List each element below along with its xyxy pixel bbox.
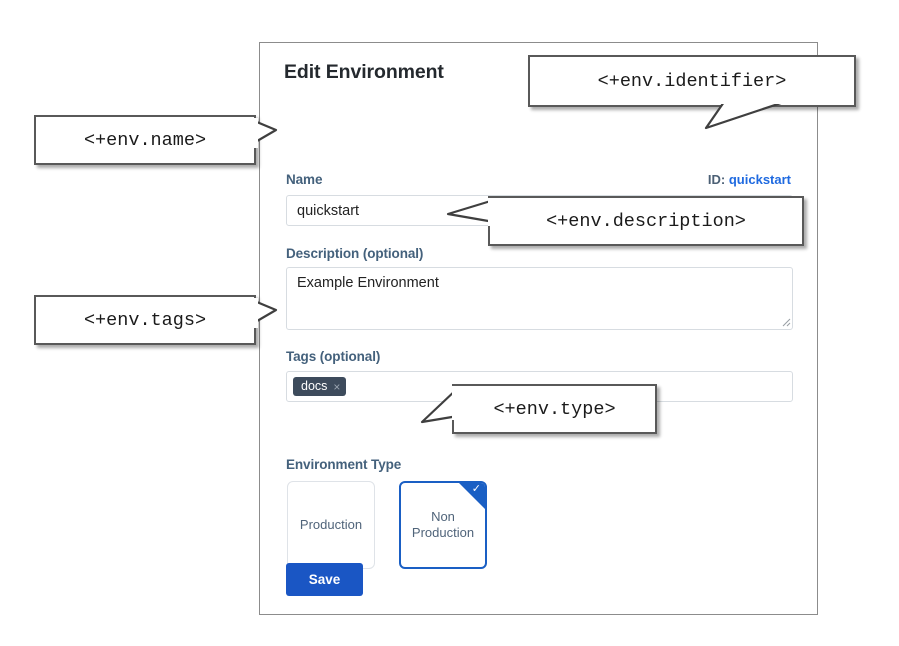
check-icon: ✓ bbox=[457, 483, 485, 511]
id-prefix-label: ID: bbox=[707, 172, 726, 187]
environment-id-link[interactable]: quickstart bbox=[728, 172, 791, 187]
tag-chip-label: docs bbox=[301, 379, 328, 394]
callout-env-identifier: <+env.identifier> bbox=[528, 55, 856, 107]
tag-chip[interactable]: docs × bbox=[293, 377, 347, 396]
callout-env-name: <+env.name> bbox=[34, 115, 256, 165]
environment-id-display: ID: quickstart bbox=[708, 172, 791, 187]
environment-type-options: Production Non Production ✓ bbox=[287, 481, 487, 569]
page-title: Edit Environment bbox=[284, 61, 444, 83]
environment-type-option-label: Non Production bbox=[411, 508, 475, 540]
environment-type-option-production[interactable]: Production bbox=[287, 481, 375, 569]
callout-env-tags: <+env.tags> bbox=[34, 295, 256, 345]
description-field-label: Description (optional) bbox=[286, 246, 424, 261]
environment-type-label: Environment Type bbox=[286, 457, 402, 472]
callout-env-type: <+env.type> bbox=[452, 384, 657, 434]
edit-environment-panel: Edit Environment Name ID: quickstart Des… bbox=[259, 42, 818, 615]
name-field-label: Name bbox=[286, 172, 323, 187]
save-button[interactable]: Save bbox=[286, 563, 363, 596]
description-textarea[interactable]: Example Environment bbox=[286, 267, 793, 330]
tags-field-label: Tags (optional) bbox=[286, 349, 381, 364]
environment-type-option-label: Production bbox=[299, 516, 363, 532]
close-icon[interactable]: × bbox=[333, 379, 341, 394]
callout-env-description: <+env.description> bbox=[488, 196, 804, 246]
environment-type-option-non-production[interactable]: Non Production ✓ bbox=[399, 481, 487, 569]
